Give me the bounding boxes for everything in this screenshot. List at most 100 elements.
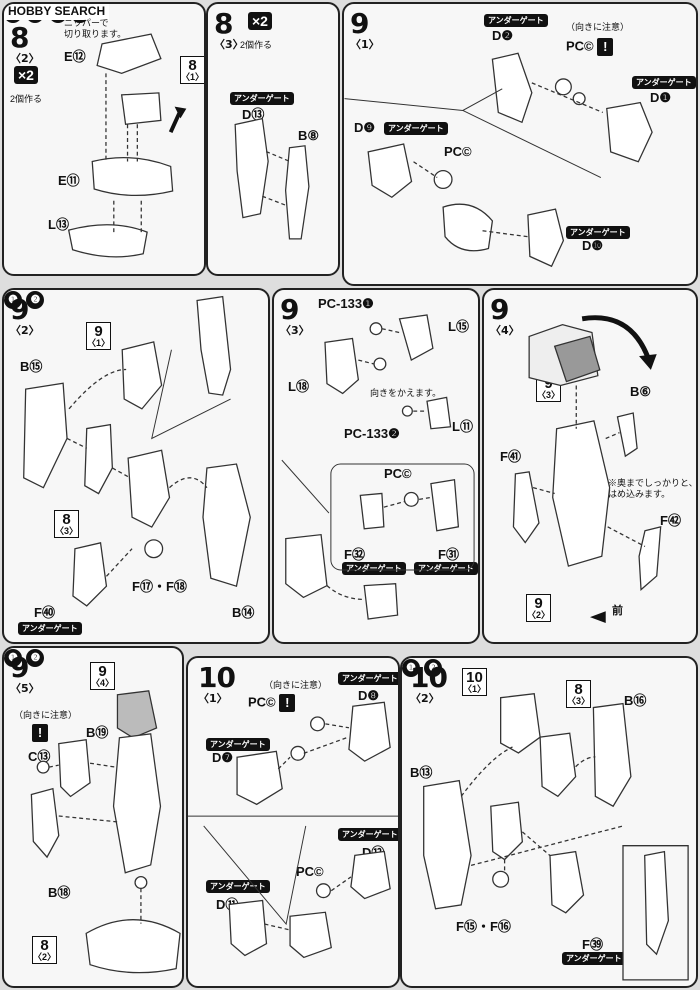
- part-f39-label: F㊴: [582, 937, 603, 952]
- part-b13-label: B⑬: [410, 765, 433, 780]
- under-gate-tag-d9: アンダーゲート: [384, 122, 448, 135]
- part-b14-label: B⑭: [232, 605, 255, 620]
- arrow-step-2: ❷: [26, 291, 45, 309]
- parts-illustration: [188, 701, 398, 959]
- part-b6-label: B⑥: [630, 384, 652, 399]
- make-two-label: 2個作る: [10, 94, 43, 104]
- orientation-note: （向きに注意）: [14, 710, 78, 720]
- part-d8-label: D❽: [358, 688, 380, 703]
- under-gate-tag-d10: アンダーゲート: [566, 226, 630, 239]
- step-number: 9 〈4〉: [490, 293, 520, 337]
- ref-step-9-1: 9〈1〉: [86, 322, 112, 350]
- step-number: 10 〈2〉: [410, 661, 448, 705]
- parts-illustration: [344, 52, 653, 268]
- part-pcc-bot-label: PC©: [296, 864, 324, 879]
- part-pcc-mid-label: PC©: [444, 144, 472, 159]
- arrow-step-1: ❶: [4, 291, 22, 309]
- under-gate-tag-f32: アンダーゲート: [342, 562, 406, 575]
- under-gate-tag-d8: アンダーゲート: [338, 672, 398, 685]
- quantity-badge: ×2: [248, 12, 272, 30]
- step-number: 9 〈3〉: [280, 293, 310, 337]
- step-number: 8 〈2〉: [10, 21, 40, 65]
- ref-step-8-3: 8〈3〉: [54, 510, 80, 538]
- under-gate-tag-d7: アンダーゲート: [206, 738, 270, 751]
- part-d7-label: D❼: [212, 750, 234, 765]
- panel-step-8-2: HOBBY SEARCH 8 〈2〉 ニッパーで 切り取ります。 ×2 2個作る…: [2, 2, 206, 276]
- ref-step-8-2: 8〈2〉: [32, 936, 58, 964]
- parts-illustration: [234, 117, 310, 240]
- under-gate-tag: アンダーゲート: [18, 622, 82, 635]
- part-b16-label: B⑯: [624, 693, 647, 708]
- part-c13-label: C⑬: [28, 749, 51, 764]
- panel-step-9-5: 9 〈5〉 9〈4〉 （向きに注意） ! B⑲ C⑬ B⑱ ❶ ❷ 8〈2〉: [2, 646, 184, 988]
- part-d13-label: D⑬: [242, 107, 265, 122]
- parts-illustration: [281, 314, 475, 620]
- orientation-note: （向きに注意）: [566, 22, 630, 32]
- hobby-search-logo: HOBBY SEARCH: [4, 4, 110, 20]
- part-l11-label: L⑪: [452, 419, 473, 434]
- part-b19-label: B⑲: [86, 725, 109, 740]
- quantity-badge: ×2: [14, 66, 38, 84]
- part-f40-label: F㊵: [34, 605, 55, 620]
- step-number: 10 〈1〉: [198, 661, 236, 705]
- part-d10-label: D❿: [582, 238, 604, 253]
- under-gate-tag-d12: アンダーゲート: [338, 828, 398, 841]
- part-b15-label: B⑮: [20, 359, 43, 374]
- front-label: 前: [612, 605, 623, 617]
- ref-step-8-1: 8〈1〉: [180, 56, 205, 84]
- under-gate-tag: アンダーゲート: [230, 92, 294, 105]
- warning-icon: !: [597, 38, 614, 56]
- part-f42-label: F㊷: [660, 513, 681, 528]
- part-f17-f18-label: F⑰・F⑱: [132, 579, 187, 594]
- arrow-step-2: ❷: [26, 649, 45, 667]
- arrow-step-1: ❶: [402, 659, 420, 677]
- warning-icon: !: [279, 694, 296, 712]
- under-gate-tag-d1: アンダーゲート: [632, 76, 696, 89]
- arrow-step-2: ❷: [424, 659, 443, 677]
- part-pc133-1-label: PC-133❶: [318, 296, 374, 311]
- panel-step-10-2: 10 〈2〉 10〈1〉 8〈3〉 B⑯ B⑬ F⑮・F⑯ F㊴ アンダーゲート…: [400, 656, 698, 988]
- part-f41-label: F㊶: [500, 449, 521, 464]
- parts-illustration: [512, 315, 662, 624]
- panel-step-10-1: 10 〈1〉 （向きに注意） PC© ! アンダーゲート D❽ アンダーゲート …: [186, 656, 400, 988]
- part-d1-label: D❶: [650, 90, 672, 105]
- swap-direction-note: 向きをかえます。: [370, 388, 442, 398]
- step-number: 8 〈3〉: [214, 7, 244, 51]
- under-gate-tag-d2: アンダーゲート: [484, 14, 548, 27]
- part-l13-label: L⑬: [48, 217, 69, 232]
- part-f32-label: F㉜: [344, 547, 365, 562]
- part-f31-label: F㉛: [438, 547, 459, 562]
- part-f15-f16-label: F⑮・F⑯: [456, 919, 511, 934]
- part-pcc-top-label: PC© !: [248, 694, 296, 712]
- parts-illustration: [30, 690, 181, 974]
- step-number: 9 〈1〉: [350, 7, 380, 51]
- panel-step-9-2: 9 〈2〉 9〈1〉 8〈3〉 B⑮ F⑰・F⑱ F㊵ アンダーゲート B⑭ ❶…: [2, 288, 270, 644]
- ref-step-8-3: 8〈3〉: [566, 680, 592, 708]
- panel-step-9-1: 9 〈1〉 アンダーゲート D❷ （向きに注意） PC© ! アンダーゲート D…: [342, 2, 698, 286]
- panel-step-8-3: 8 〈3〉 ×2 2個作る アンダーゲート D⑬ B⑧: [206, 2, 340, 276]
- part-l18-label: L⑱: [288, 379, 309, 394]
- part-b18-label: B⑱: [48, 885, 71, 900]
- panel-step-9-4: 9 〈4〉 9〈3〉 B⑥ F㊶ ※奥までしっかりと、 はめ込みます。 F㊷ 9…: [482, 288, 698, 644]
- step-number: 9 〈5〉: [10, 651, 40, 695]
- under-gate-tag-f31: アンダーゲート: [414, 562, 478, 575]
- fit-fully-note: ※奥までしっかりと、 はめ込みます。: [608, 478, 698, 500]
- ref-step-9-2: 9〈2〉: [526, 594, 552, 622]
- ref-step-10-1: 10〈1〉: [462, 668, 488, 696]
- part-pc133-2-label: PC-133❷: [344, 426, 400, 441]
- step-number: 9 〈2〉: [10, 293, 40, 337]
- under-gate-tag-d11: アンダーゲート: [206, 880, 270, 893]
- make-two-label: 2個作る: [240, 40, 273, 50]
- part-d9-label: D❾: [354, 120, 376, 135]
- panel-step-9-3: 9 〈3〉 PC-133❶ L⑮ L⑱ 向きをかえます。 PC-133❷ L⑪ …: [272, 288, 480, 644]
- part-e12-label: E⑫: [64, 49, 86, 64]
- part-b8-label: B⑧: [298, 128, 320, 143]
- parts-illustration: [423, 693, 689, 981]
- part-l15-label: L⑮: [448, 319, 469, 334]
- arrow-step-1: ❶: [4, 649, 22, 667]
- part-pcc-top-label: PC© !: [566, 38, 614, 56]
- parts-illustration: [67, 33, 187, 258]
- ref-step-9-4: 9〈4〉: [90, 662, 116, 690]
- warning-icon: !: [32, 724, 48, 742]
- part-pcc-label: PC©: [384, 466, 412, 481]
